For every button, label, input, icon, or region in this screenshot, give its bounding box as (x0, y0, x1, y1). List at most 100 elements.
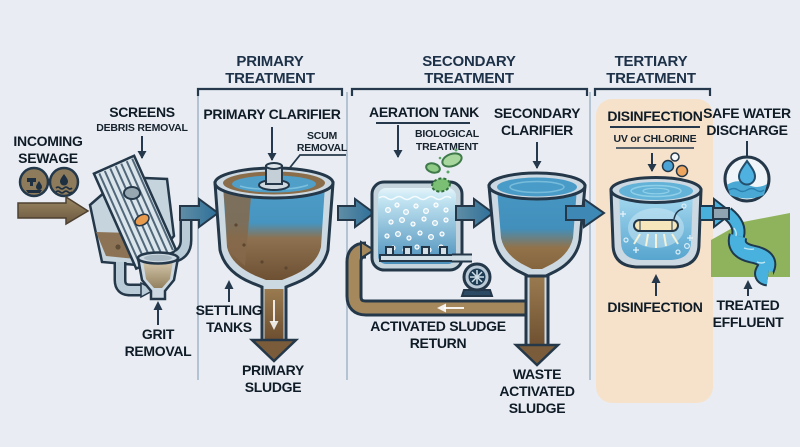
settling-tanks-pointer-head (224, 280, 234, 289)
secondary-clarifier-stage: SECONDARY CLARIFIER ACTIVATED SLUDGE RET… (370, 105, 587, 416)
river-lower (729, 233, 775, 285)
outfall-pipe (712, 207, 730, 220)
sparkles (620, 211, 693, 253)
waste-pipe (529, 275, 545, 349)
activated-sludge-return-label-line2: RETURN (410, 335, 467, 351)
ripple (642, 187, 670, 195)
secondary-clarifier-label-line2: CLARIFIER (501, 122, 573, 138)
scum-removal-label-line1: SCUM (307, 130, 338, 142)
section-tertiary-treatment: TERTIARY TREATMENT (593, 53, 712, 96)
water-drop-circle-icon (723, 155, 771, 203)
pipe-flow-head (269, 321, 279, 330)
screens-label: SCREENS (109, 104, 175, 120)
sludge-speck (284, 266, 288, 270)
primary-sludge-label-line1: PRIMARY (242, 362, 305, 378)
aeration-tank-stage: AERATION TANK BIOLOGICAL TREATMENT (369, 104, 494, 297)
hub-top (265, 162, 283, 170)
biological-treatment-label-line2: TREATMENT (416, 141, 479, 153)
water-drop-waves-icon (48, 166, 80, 198)
flow-arrow-grit-to-primary (179, 197, 220, 229)
primary-clarifier-stage: PRIMARY CLARIFIER SCUM REMOVAL SETTLING … (196, 106, 349, 395)
biological-treatment-label-line1: BIOLOGICAL (415, 128, 480, 140)
incoming-flow-arrow (17, 195, 90, 226)
settling-tanks-label-line2: TANKS (206, 319, 252, 335)
settling-tanks-label-line1: SETTLING (196, 302, 263, 318)
grit-content (143, 261, 173, 288)
tertiary-treatment-title-line2: TREATMENT (606, 70, 696, 87)
safe-water-discharge: SAFE WATER DISCHARGE (703, 105, 791, 203)
safe-water-discharge-label-line1: SAFE WATER (703, 105, 791, 121)
pipe-screen-to-grit (116, 262, 141, 294)
ripple (630, 184, 682, 198)
grit-funnel-opening (144, 254, 172, 262)
secondary-clarifier-contents (497, 188, 577, 269)
flow-arrow-primary-to-aeration (337, 197, 376, 229)
disinfection-bottom-label: DISINFECTION (607, 299, 702, 315)
aeration-tank-label: AERATION TANK (369, 104, 479, 120)
chemical-bubble (670, 152, 680, 162)
secondary-clarifier-label-line1: SECONDARY (494, 105, 581, 121)
debris-rock (123, 186, 141, 200)
waste-activated-sludge-label-line2: ACTIVATED (499, 383, 575, 399)
water-surface-wave (378, 195, 452, 201)
return-pipe (348, 244, 537, 314)
uv-lamp-icon (633, 208, 684, 248)
section-primary-treatment: PRIMARY TREATMENT (196, 53, 344, 96)
return-flow-head (437, 303, 446, 313)
scum-removal-label-line2: REMOVAL (297, 142, 348, 154)
ripple (509, 180, 565, 194)
tertiary-treatment-title-line1: TERTIARY (615, 53, 688, 70)
primary-treatment-title-line2: TREATMENT (225, 70, 315, 87)
river-streaks (733, 227, 766, 264)
incoming-sewage-label-line2: SEWAGE (18, 150, 78, 166)
grit-removal-label-line2: REMOVAL (125, 343, 193, 359)
screens-sublabel: DEBRIS REMOVAL (96, 122, 188, 134)
safe-water-discharge-label-line2: DISCHARGE (706, 122, 787, 138)
flow-arrow-secondary-to-tertiary (565, 197, 606, 229)
primary-sludge-arrowhead (248, 338, 300, 363)
incoming-sewage: INCOMING SEWAGE (13, 133, 90, 226)
uv-or-chlorine-label: UV or CHLORINE (614, 133, 697, 145)
treated-effluent-pointer-head (743, 280, 753, 289)
primary-treatment-title-line1: PRIMARY (236, 53, 303, 70)
sludge-speck (242, 243, 246, 247)
waste-sludge-arrowhead (512, 343, 562, 367)
tank-bubbles (623, 203, 690, 255)
grit-pointer-head (153, 301, 163, 310)
pump-impeller-icon (460, 262, 494, 297)
pipe-grit-to-primary (174, 212, 190, 260)
disinfection-stage: DISINFECTION UV or CHLORINE (607, 108, 703, 315)
factory-faucet-icon (18, 166, 50, 198)
debris-object (134, 213, 150, 227)
grit-removal-stage: GRIT REMOVAL (113, 212, 193, 359)
return-pipe-arrowhead (360, 240, 376, 260)
pebble (115, 244, 121, 250)
treated-effluent-label-line1: TREATED (717, 297, 780, 313)
activated-sludge-return-label-line1: ACTIVATED SLUDGE (370, 318, 505, 334)
sludge-speck (260, 260, 264, 264)
primary-clarifier-label: PRIMARY CLARIFIER (203, 106, 340, 122)
incoming-sewage-label-line1: INCOMING (13, 133, 83, 149)
activated-sludge-return-pipe (345, 240, 537, 317)
scum-removal-leader-line (287, 154, 346, 171)
chemical-bubble (661, 159, 675, 173)
treated-effluent-label-line2: EFFLUENT (713, 314, 784, 330)
disinfection-water-surface (619, 182, 693, 200)
sludge-speck (234, 223, 238, 227)
primary-sludge-label-line2: SLUDGE (245, 379, 302, 395)
ripple (239, 185, 263, 190)
section-secondary-treatment: SECONDARY TREATMENT (350, 53, 589, 96)
disinfection-bottom-pointer-head (651, 274, 661, 283)
waste-activated-sludge-label-line3: SLUDGE (509, 400, 566, 416)
secondary-treatment-bracket (350, 87, 589, 96)
secondary-treatment-title-line2: TREATMENT (424, 70, 514, 87)
bacteria-icon (425, 148, 463, 193)
primary-treatment-bracket (196, 87, 344, 96)
ripple (285, 184, 309, 190)
waste-activated-sludge-label-line1: WASTE (513, 366, 561, 382)
treated-effluent: TREATED EFFLUENT (711, 207, 790, 330)
grit-removal-label-line1: GRIT (142, 326, 175, 342)
chemical-bubble (675, 164, 689, 178)
secondary-water-surface (497, 177, 577, 197)
